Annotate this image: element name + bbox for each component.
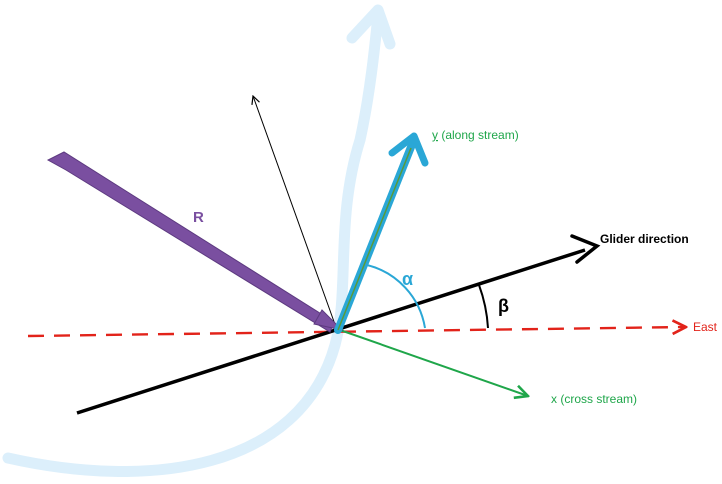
along-stream-label: y (along stream): [432, 128, 519, 142]
beta-arc: [478, 284, 489, 329]
beta-label: β: [498, 296, 509, 316]
alpha-label: α: [402, 269, 413, 289]
east-label: East: [693, 320, 718, 334]
resultant-vector: [46, 151, 335, 333]
stream-curve: [2, 9, 384, 477]
resultant-vector-head: [313, 309, 344, 331]
cross-stream-label: x (cross stream): [551, 392, 637, 406]
cross-stream-vector: [339, 329, 528, 396]
glider-direction-line: [76, 248, 586, 415]
alpha-arc: [366, 264, 426, 329]
along-stream-arrowhead: [388, 132, 429, 167]
stream-curve-arrowhead: [346, 4, 396, 50]
east-axis: [27, 327, 686, 338]
glider-direction-arrowhead: [570, 234, 601, 264]
glider-direction-label: Glider direction: [600, 232, 689, 246]
thin-vector: [253, 96, 338, 331]
along-stream-vector-inner: [337, 147, 412, 331]
resultant-label: R: [193, 209, 204, 226]
